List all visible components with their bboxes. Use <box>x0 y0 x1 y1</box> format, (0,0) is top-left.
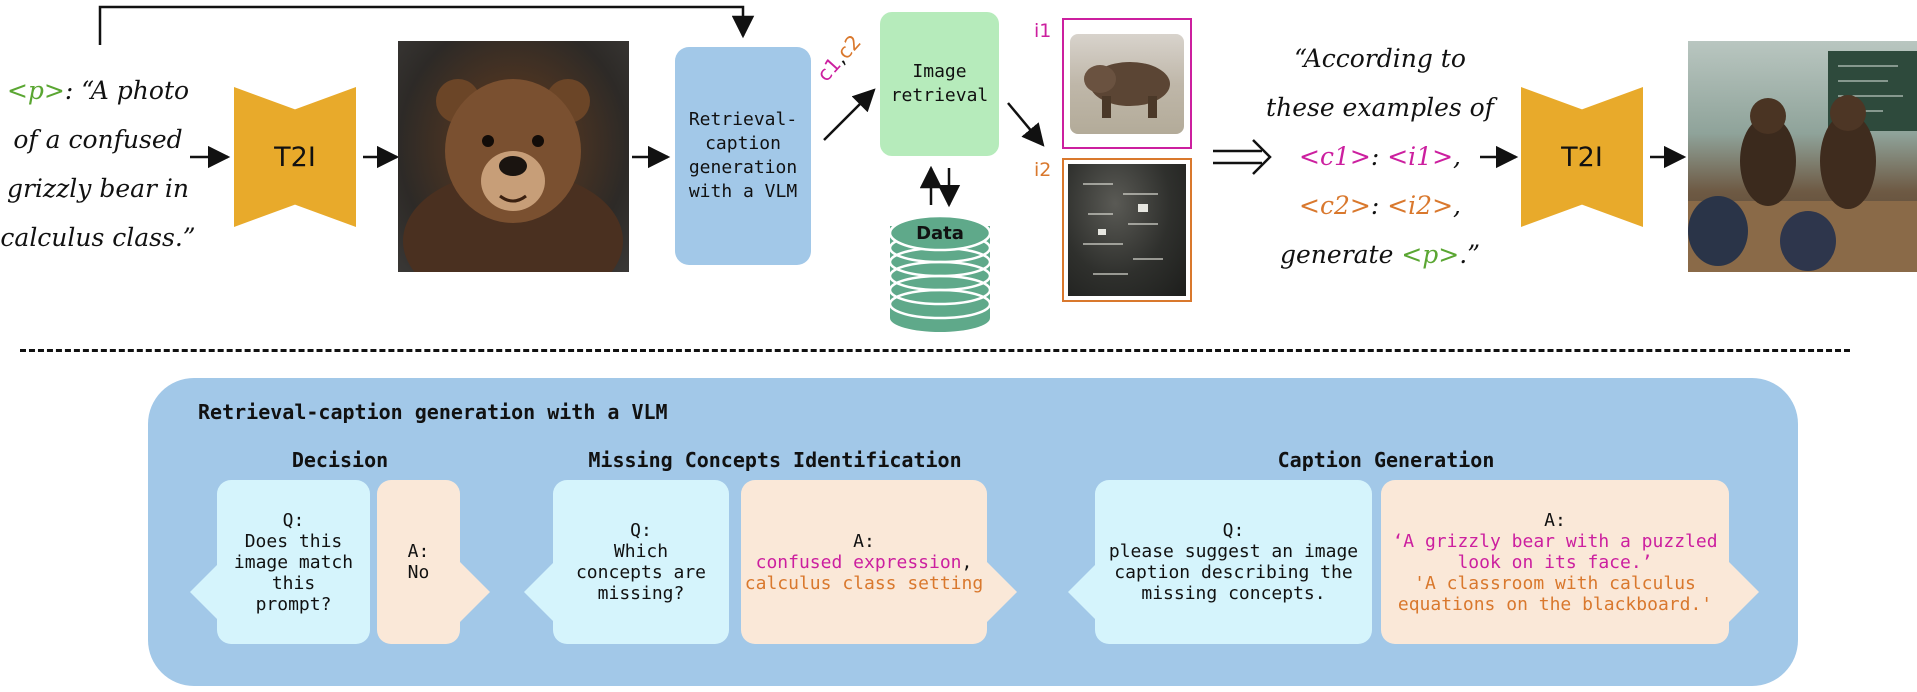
caption-q-label: Q: <box>1222 520 1245 541</box>
t2i-model-block: T2I <box>234 87 356 227</box>
generated-image-initial <box>398 41 629 311</box>
missing-a-comma: , <box>961 551 973 573</box>
prompt-line-3: grizzly bear in <box>6 174 190 203</box>
database-label: Data <box>916 223 964 244</box>
missing-a-concept-1: confused expression <box>755 551 962 573</box>
decision-a-label: A: <box>407 541 430 562</box>
caption-a-label: A: <box>1544 509 1566 531</box>
caption-a-caption-1: ‘A grizzly bear with a puzzled look on i… <box>1392 530 1718 573</box>
decision-a-text: No <box>407 562 430 583</box>
retrieval-line-1: Image <box>912 61 967 82</box>
vlm-line-4: with a VLM <box>688 181 798 202</box>
aug-c2: <c2> <box>1299 191 1371 220</box>
aug-line-2: these examples of <box>1266 93 1494 122</box>
aug-c1: <c1> <box>1299 142 1371 171</box>
missing-answer-bubble: A: confused expression, calculus class s… <box>741 480 987 644</box>
caption-q-text: please suggest an image caption describi… <box>1108 541 1359 604</box>
grizzly-photo <box>1084 62 1170 118</box>
generated-image-final <box>1688 41 1917 272</box>
image-retrieval-block: Image retrieval <box>880 12 999 156</box>
decision-a-pointer <box>460 562 490 622</box>
decision-q-label: Q: <box>282 509 305 531</box>
aug-p: <p> <box>1401 240 1460 269</box>
retrieved-image-i1 <box>1070 34 1184 134</box>
implies-arrow <box>1213 139 1272 175</box>
retrieved-i1-label: i1 <box>1034 20 1052 42</box>
decision-title: Decision <box>291 448 389 472</box>
caption-title: Caption Generation <box>1277 448 1495 472</box>
aug-generate: generate <box>1280 240 1402 269</box>
missing-a-label: A: <box>853 530 875 552</box>
aug-i1: <i1> <box>1387 142 1454 171</box>
caption-question-bubble: Q: please suggest an image caption descr… <box>1095 480 1372 644</box>
retrieval-augmented-prompt: “According to these examples of <c1>: <i… <box>1230 34 1530 279</box>
blackboard-photo <box>1083 183 1163 275</box>
caption-a-caption-2: 'A classroom with calculus equations on … <box>1397 572 1713 615</box>
missing-q-text: Which concepts are missing? <box>575 541 707 604</box>
retrieved-i2-label: i2 <box>1034 159 1052 181</box>
aug-comma-2: , <box>1453 191 1461 220</box>
retrieval-line-2: retrieval <box>890 85 989 106</box>
vlm-line-1: Retrieval- <box>688 109 798 130</box>
database-icon <box>888 214 992 332</box>
t2i-model-block-final: T2I <box>1521 87 1643 227</box>
classroom-illustration <box>1688 51 1917 272</box>
vlm-caption-generator: Retrieval- caption generation with a VLM <box>675 47 811 265</box>
decision-q-pointer <box>190 562 220 622</box>
caption-q-pointer <box>1068 562 1098 622</box>
aug-colon-2: : <box>1370 191 1388 220</box>
decision-question-bubble: Q: Does this image match this prompt? <box>217 480 370 644</box>
retrieved-image-i2-frame <box>1062 158 1192 302</box>
arrow-vlm-retrieval <box>823 88 876 141</box>
prompt-line-4: calculus class.” <box>0 223 196 252</box>
missing-a-concept-2: calculus class setting <box>744 572 984 594</box>
bear-illustration <box>403 79 623 311</box>
prompt-line-1: : “A photo <box>64 76 190 105</box>
aug-colon-1: : <box>1370 142 1388 171</box>
t2i-label-final: T2I <box>1561 141 1603 173</box>
vlm-line-2: caption <box>705 133 781 154</box>
missing-a-pointer <box>987 562 1017 622</box>
missing-title: Missing Concepts Identification <box>588 448 962 472</box>
decision-answer-bubble: A: No <box>377 480 460 644</box>
arrow-retrieval-images <box>1007 102 1045 147</box>
input-prompt: <p>: “A photo of a confused grizzly bear… <box>0 66 196 262</box>
caption-answer-bubble: A: ‘A grizzly bear with a puzzled look o… <box>1381 480 1729 644</box>
missing-question-bubble: Q: Which concepts are missing? <box>553 480 729 644</box>
decision-q-text: Does this image match this prompt? <box>233 530 354 615</box>
missing-q-pointer <box>524 562 554 622</box>
prompt-line-2: of a confused <box>13 125 183 154</box>
caption-a-pointer <box>1729 562 1759 622</box>
retrieved-image-i1-frame <box>1062 18 1192 149</box>
vlm-line-3: generation <box>688 157 798 178</box>
aug-i2: <i2> <box>1387 191 1454 220</box>
panel-title: Retrieval-caption generation with a VLM <box>198 400 668 424</box>
t2i-label: T2I <box>274 141 316 173</box>
section-divider <box>20 349 1850 352</box>
aug-comma-1: , <box>1453 142 1461 171</box>
prompt-token: <p> <box>6 76 65 105</box>
aug-line-1: “According to <box>1294 44 1466 73</box>
feedback-line <box>98 5 755 45</box>
missing-q-label: Q: <box>630 520 652 541</box>
retrieved-image-i2 <box>1068 164 1186 296</box>
aug-end: .” <box>1459 240 1480 269</box>
